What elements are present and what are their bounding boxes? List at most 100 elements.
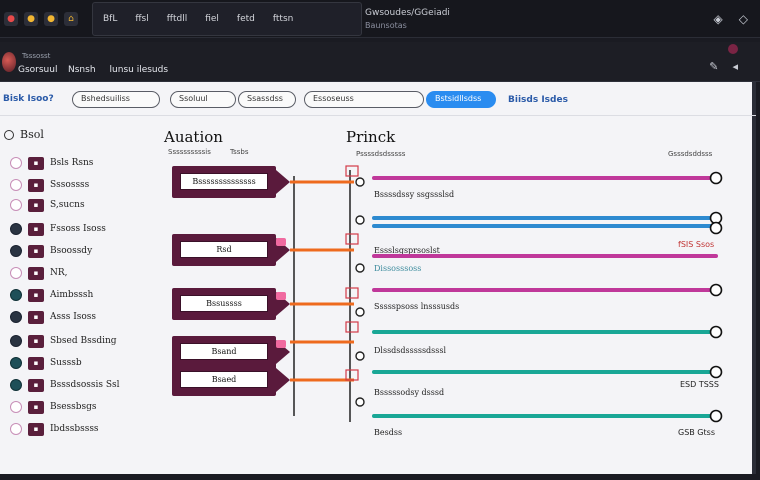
browser-tab[interactable]: BfL <box>103 14 118 24</box>
toolbar-label[interactable]: Bisk Isoo? <box>3 94 54 104</box>
radio-icon[interactable] <box>10 379 22 391</box>
app-logo-icon <box>2 52 16 72</box>
shield-icon[interactable]: ◈ <box>713 12 723 26</box>
radio-icon[interactable] <box>10 289 22 301</box>
sidebar-item[interactable]: ▪Sbsed Bssding <box>10 334 117 348</box>
menu-dot-icon[interactable]: ◂ <box>732 60 738 73</box>
minimize-window-icon[interactable]: ● <box>24 12 38 26</box>
track-teal <box>372 330 718 334</box>
node-label: Bssussss <box>180 295 268 312</box>
sidebar-item[interactable]: ▪Bsessbsgs <box>10 400 97 414</box>
sidebar-item-label: Susssb <box>50 358 82 368</box>
source-node[interactable]: Bsaed <box>172 364 290 396</box>
left-column-subtitle: Ssssssssssis <box>168 148 211 156</box>
pen-icon[interactable]: ✎ <box>709 60 719 73</box>
track-blue <box>372 216 718 220</box>
sidebar-item[interactable]: ▪Aimbsssh <box>10 288 93 302</box>
toolbar-link[interactable]: Biisds Isdes <box>508 95 568 105</box>
app-brand[interactable]: Gsorsuul <box>18 65 58 75</box>
target-label: Essslsgsprsoslst <box>374 246 440 255</box>
radio-icon[interactable] <box>10 199 22 211</box>
track-blue <box>372 224 718 228</box>
source-node[interactable]: Bssussss <box>172 288 290 320</box>
sidebar-item[interactable]: ▪Susssb <box>10 356 82 370</box>
anchor-dot <box>355 177 365 187</box>
sidebar-item-label: Fssoss Isoss <box>50 224 106 234</box>
radio-icon[interactable] <box>10 401 22 413</box>
radio-icon[interactable] <box>10 245 22 257</box>
sidebar-item[interactable]: ▪ NR, <box>10 266 68 280</box>
radio-icon[interactable] <box>10 157 22 169</box>
node-label: Bssssssssssssss <box>180 173 268 190</box>
track-end-handle <box>709 365 723 379</box>
app-header: Tsssosst Gsorsuul Nsnsh lunsu ilesuds ✎ … <box>0 42 760 82</box>
browser-actions: ◈ ◇ <box>714 12 748 26</box>
tag-icon: ▪ <box>28 266 44 280</box>
radio-icon[interactable] <box>10 423 22 435</box>
radio-icon[interactable] <box>10 223 22 235</box>
radio-icon[interactable] <box>10 357 22 369</box>
menu-item[interactable]: Nsnsh <box>68 65 96 75</box>
active-filter-pill[interactable]: Bstsidllsdss <box>426 91 496 108</box>
source-node[interactable]: Bsand <box>172 336 290 368</box>
sidebar-item-label: NR, <box>50 268 68 278</box>
source-node[interactable]: Rsd <box>172 234 290 266</box>
filter-pill[interactable]: Essoseuss <box>304 91 424 108</box>
browser-tab[interactable]: fiel <box>205 14 219 24</box>
home-icon[interactable]: ⌂ <box>64 12 78 26</box>
node-connector-handle[interactable] <box>276 292 286 300</box>
anchor-dot <box>355 397 365 407</box>
tag-icon: ▪ <box>28 178 44 192</box>
maximize-window-icon[interactable]: ● <box>44 12 58 26</box>
info-dot-icon[interactable] <box>728 44 738 54</box>
sidebar-item[interactable]: ▪Ibdssbssss <box>10 422 99 436</box>
filter-toolbar: Bisk Isoo? Bshedsuiliss Ssoluul Ssassdss… <box>0 82 756 116</box>
browser-tab-strip: BfL ffsl fftdll fiel fetd fttsn <box>92 2 362 36</box>
sidebar-item-label: Asss Isoss <box>50 312 97 322</box>
target-label: Ssssspsoss lnsssusds <box>374 302 460 311</box>
sidebar-item[interactable]: ▪Bsoossdy <box>10 244 92 258</box>
radio-icon[interactable] <box>4 129 14 140</box>
browser-tab[interactable]: ffsl <box>135 14 149 24</box>
address-bar[interactable]: Gwsoudes/GGeiadi <box>365 8 450 18</box>
filter-pill[interactable]: Bshedsuiliss <box>72 91 160 108</box>
sidebar-item[interactable]: ▪Bsssdsossis Ssl <box>10 378 120 392</box>
anchor-dot <box>355 215 365 225</box>
target-label: Bssssdssy ssgssslsd <box>374 190 455 199</box>
sidebar-item[interactable]: ▪Fssoss Isoss <box>10 222 106 236</box>
anchor-dot <box>355 307 365 317</box>
radio-icon[interactable] <box>10 267 22 279</box>
sidebar-item-label: S,sucns <box>50 200 85 210</box>
browser-tab[interactable]: fttsn <box>272 14 294 24</box>
browser-tab[interactable]: fftdll <box>166 14 188 24</box>
node-connector-handle[interactable] <box>276 238 286 246</box>
target-label: Dlssdsdsssssdsssl <box>374 346 447 355</box>
sidebar-item-label: Sssossss <box>50 180 90 190</box>
sidebar-item[interactable]: ▪ S,sucns <box>10 198 85 212</box>
radio-icon[interactable] <box>10 179 22 191</box>
sidebar: Bsol ▪Bsls Rsns ▪Sssossss ▪S,sucns ▪Fsso… <box>0 116 140 472</box>
settings-icon[interactable]: ◇ <box>738 12 748 26</box>
source-node[interactable]: Bssssssssssssss <box>172 166 290 198</box>
sidebar-item-label: Bsssdsossis Ssl <box>50 380 120 390</box>
browser-tab[interactable]: fetd <box>236 14 255 24</box>
sidebar-item[interactable]: ▪Bsls Rsns <box>10 156 93 170</box>
close-window-icon[interactable]: ● <box>4 12 18 26</box>
anchor-dot <box>355 263 365 273</box>
radio-icon[interactable] <box>10 311 22 323</box>
sidebar-item[interactable]: ▪Asss Isoss <box>10 310 96 324</box>
node-connector-handle[interactable] <box>276 340 286 348</box>
filter-pill[interactable]: Ssoluul <box>170 91 236 108</box>
menu-item[interactable]: lunsu ilesuds <box>109 65 169 75</box>
tag-icon: ▪ <box>28 198 44 212</box>
filter-pill[interactable]: Ssassdss <box>238 91 296 108</box>
mapping-wires <box>290 165 723 423</box>
radio-icon[interactable] <box>10 335 22 347</box>
left-column-subtitle: Tssbs <box>230 148 249 156</box>
target-value: GSB Gtss <box>678 428 715 437</box>
red-marker <box>345 321 359 333</box>
node-label: Bsaed <box>180 371 268 388</box>
track-teal <box>372 414 718 418</box>
track-end-handle <box>709 409 723 423</box>
sidebar-item[interactable]: ▪ Sssossss <box>10 178 89 192</box>
